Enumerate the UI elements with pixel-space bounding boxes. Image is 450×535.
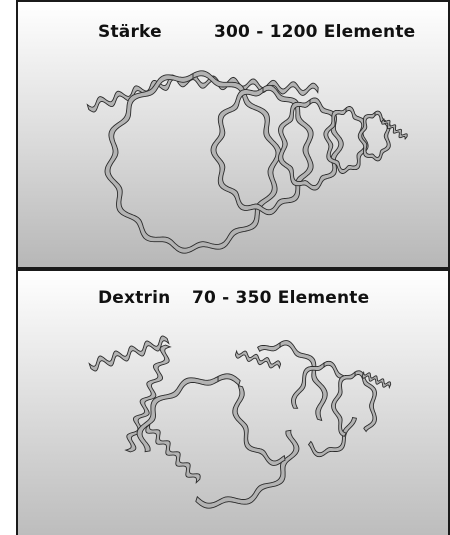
dextrin-ring-1-segment-0 xyxy=(218,374,240,386)
dextrin-ring-3-segment-1 xyxy=(309,418,357,457)
dextrin-ring-2-segment-2 xyxy=(258,343,280,352)
dextrin-helix-diagram xyxy=(18,271,450,535)
starch-ring-1-segment-0 xyxy=(105,71,281,253)
dextrin-frag-3 xyxy=(146,424,200,482)
dextrin-ring-2-segment-1 xyxy=(233,386,285,466)
figure: Stärke 300 - 1200 Elemente Dextrin 70 - … xyxy=(16,0,450,535)
dextrin-frag-top xyxy=(235,351,280,368)
starch-helix-diagram xyxy=(18,2,450,269)
panel-dextrin: Dextrin 70 - 350 Elemente xyxy=(16,271,450,535)
panel-starch: Stärke 300 - 1200 Elemente xyxy=(16,0,450,269)
dextrin-ring-3-segment-0 xyxy=(324,361,344,379)
